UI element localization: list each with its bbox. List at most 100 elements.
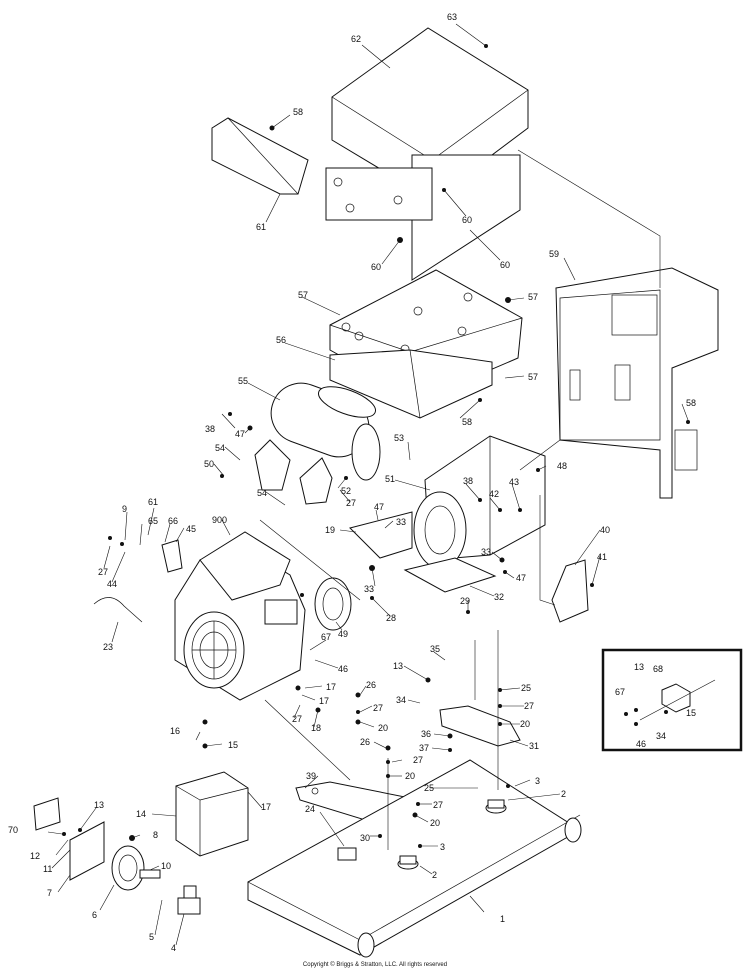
callout-67: 67 — [321, 632, 331, 642]
alternator-51 — [413, 435, 546, 569]
callout-17: 17 — [261, 802, 271, 812]
callout-13: 13 — [94, 800, 104, 810]
callout-15: 15 — [686, 708, 696, 718]
callout-26: 26 — [360, 737, 370, 747]
callout-41: 41 — [597, 552, 607, 562]
callout-1: 1 — [500, 914, 505, 924]
inset-detail — [601, 648, 743, 752]
callout-26: 26 — [366, 680, 376, 690]
callout-25: 25 — [521, 683, 531, 693]
callout-37: 37 — [419, 743, 429, 753]
label-70 — [33, 797, 61, 831]
engine-900 — [174, 531, 306, 701]
callout-35: 35 — [430, 644, 440, 654]
callout-42: 42 — [489, 489, 499, 499]
callout-47: 47 — [516, 573, 526, 583]
callout-63: 63 — [447, 12, 457, 22]
callout-46: 46 — [338, 664, 348, 674]
callout-3: 3 — [440, 842, 445, 852]
callout-70: 70 — [8, 825, 18, 835]
callout-27: 27 — [346, 498, 356, 508]
callout-15: 15 — [228, 740, 238, 750]
callout-27: 27 — [524, 701, 534, 711]
intake-hood-61 — [211, 117, 309, 195]
callout-20: 20 — [520, 719, 530, 729]
callout-8: 8 — [153, 830, 158, 840]
side-panel-59 — [555, 267, 719, 499]
callout-40: 40 — [600, 525, 610, 535]
callout-60: 60 — [500, 260, 510, 270]
mount-rail-31 — [439, 705, 521, 747]
callout-67: 67 — [615, 687, 625, 697]
callout-27: 27 — [373, 703, 383, 713]
callout-19: 19 — [325, 525, 335, 535]
callout-55: 55 — [238, 376, 248, 386]
callout-61: 61 — [256, 222, 266, 232]
callout-17: 17 — [319, 696, 329, 706]
callout-52: 52 — [341, 486, 351, 496]
callout-50: 50 — [204, 459, 214, 469]
callout-labels: 63 62 58 61 60 60 60 59 57 57 57 56 55 5… — [8, 12, 696, 953]
callout-18: 18 — [311, 723, 321, 733]
callout-34: 34 — [396, 695, 406, 705]
callout-36: 36 — [421, 729, 431, 739]
callout-65: 65 — [148, 516, 158, 526]
callout-27: 27 — [413, 755, 423, 765]
callout-33: 33 — [396, 517, 406, 527]
callout-38: 38 — [205, 424, 215, 434]
callout-12: 12 — [30, 851, 40, 861]
callout-57: 57 — [528, 372, 538, 382]
callout-32: 32 — [494, 592, 504, 602]
callout-25: 25 — [424, 783, 434, 793]
callout-46: 46 — [636, 739, 646, 749]
callout-66: 66 — [168, 516, 178, 526]
callout-9: 9 — [122, 504, 127, 514]
callout-24: 24 — [305, 804, 315, 814]
callout-33: 33 — [364, 584, 374, 594]
callout-27: 27 — [292, 714, 302, 724]
callout-57: 57 — [298, 290, 308, 300]
callout-16: 16 — [170, 726, 180, 736]
isolator-2 — [397, 799, 507, 870]
callout-900: 900 — [212, 515, 227, 525]
callout-33: 33 — [481, 547, 491, 557]
callout-44: 44 — [107, 579, 117, 589]
callout-58: 58 — [462, 417, 472, 427]
callout-54: 54 — [257, 488, 267, 498]
regulator-6 — [111, 845, 161, 891]
callout-28: 28 — [386, 613, 396, 623]
callout-3: 3 — [535, 776, 540, 786]
callout-27: 27 — [433, 800, 443, 810]
bracket-45 — [161, 539, 183, 573]
callout-23: 23 — [103, 642, 113, 652]
callout-4: 4 — [171, 943, 176, 953]
callout-29: 29 — [460, 596, 470, 606]
duct-plate-56 — [329, 349, 493, 419]
callout-47: 47 — [374, 502, 384, 512]
end-panel-60 — [325, 154, 521, 281]
callout-68: 68 — [653, 664, 663, 674]
callout-34: 34 — [656, 731, 666, 741]
hose-23 — [93, 597, 143, 623]
callout-51: 51 — [385, 474, 395, 484]
callout-14: 14 — [136, 809, 146, 819]
callout-20: 20 — [405, 771, 415, 781]
callout-13: 13 — [634, 662, 644, 672]
callout-17: 17 — [326, 682, 336, 692]
callout-49: 49 — [338, 629, 348, 639]
fastener-dots — [62, 44, 690, 848]
flange-49 — [314, 577, 352, 631]
callout-2: 2 — [561, 789, 566, 799]
callout-5: 5 — [149, 932, 154, 942]
callout-47: 47 — [235, 429, 245, 439]
callout-58: 58 — [293, 107, 303, 117]
callout-10: 10 — [161, 861, 171, 871]
callout-58: 58 — [686, 398, 696, 408]
base-plate-32 — [403, 557, 497, 593]
muffler-55 — [254, 382, 381, 505]
callout-57: 57 — [528, 292, 538, 302]
callout-30: 30 — [360, 833, 370, 843]
callout-20: 20 — [378, 723, 388, 733]
callout-59: 59 — [549, 249, 559, 259]
callout-7: 7 — [47, 888, 52, 898]
